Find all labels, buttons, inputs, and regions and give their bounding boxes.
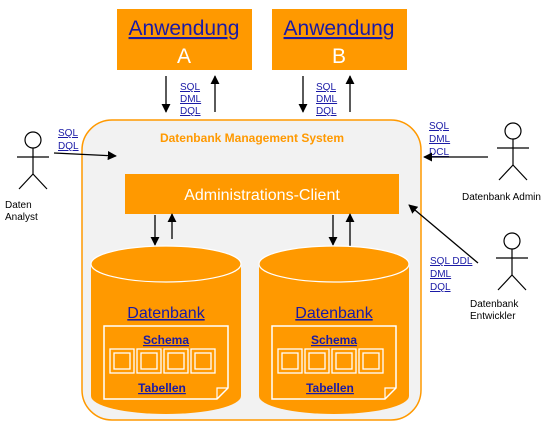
analyst-stick-figure xyxy=(17,131,49,190)
developer-query-dql[interactable]: DQL xyxy=(430,282,451,293)
developer-name-line1: Datenbank xyxy=(470,299,519,310)
schema-2-label[interactable]: Schema xyxy=(311,333,357,347)
app-a-title[interactable]: Anwendung xyxy=(129,17,240,40)
app-b-query-dml[interactable]: DML xyxy=(316,94,338,105)
database-1: Datenbank Schema Tabellen xyxy=(90,245,242,414)
schema-1-label[interactable]: Schema xyxy=(143,333,189,347)
application-b-box: Anwendung B xyxy=(272,9,407,70)
admin-query-sql[interactable]: SQL xyxy=(429,121,449,132)
analyst-name-line1: Daten xyxy=(5,200,32,211)
admin-name: Datenbank Admin xyxy=(462,192,541,203)
developer-stick-figure xyxy=(496,232,528,291)
admin-client-label: Administrations-Client xyxy=(184,187,340,204)
app-b-title[interactable]: Anwendung xyxy=(284,17,395,40)
developer-name-line2: Entwickler xyxy=(470,311,516,322)
application-a-box: Anwendung A xyxy=(117,9,252,70)
app-a-query-dml[interactable]: DML xyxy=(180,94,202,105)
developer-query-dml[interactable]: DML xyxy=(430,269,452,280)
admin-stick-figure xyxy=(497,122,529,181)
tables-2-label[interactable]: Tabellen xyxy=(306,381,354,395)
schema-1-document xyxy=(103,325,229,400)
developer-query-sql-ddl[interactable]: SQL DDL xyxy=(430,256,473,267)
dbms-title: Datenbank Management System xyxy=(160,131,344,145)
app-b-letter: B xyxy=(332,45,346,68)
admin-client-box xyxy=(125,174,399,214)
database-1-title[interactable]: Datenbank xyxy=(127,305,205,322)
analyst-name-line2: Analyst xyxy=(5,212,38,223)
table-icons-2 xyxy=(277,348,384,374)
admin-query-dcl[interactable]: DCL xyxy=(429,147,449,158)
table-icons-1 xyxy=(109,348,216,374)
database-2: Datenbank Schema Tabellen xyxy=(258,245,410,414)
app-a-query-dql[interactable]: DQL xyxy=(180,106,201,117)
database-2-title[interactable]: Datenbank xyxy=(295,305,373,322)
app-a-query-sql[interactable]: SQL xyxy=(180,82,200,93)
app-b-query-sql[interactable]: SQL xyxy=(316,82,336,93)
app-a-letter: A xyxy=(177,45,191,68)
admin-query-dml[interactable]: DML xyxy=(429,134,451,145)
tables-1-label[interactable]: Tabellen xyxy=(138,381,186,395)
analyst-query-dql[interactable]: DQL xyxy=(58,141,79,152)
arrow-analyst-dbms xyxy=(53,151,117,161)
analyst-query-sql[interactable]: SQL xyxy=(58,128,78,139)
app-b-query-dql[interactable]: DQL xyxy=(316,106,337,117)
schema-2-document xyxy=(271,325,397,400)
arrow-developer-client xyxy=(408,204,479,264)
